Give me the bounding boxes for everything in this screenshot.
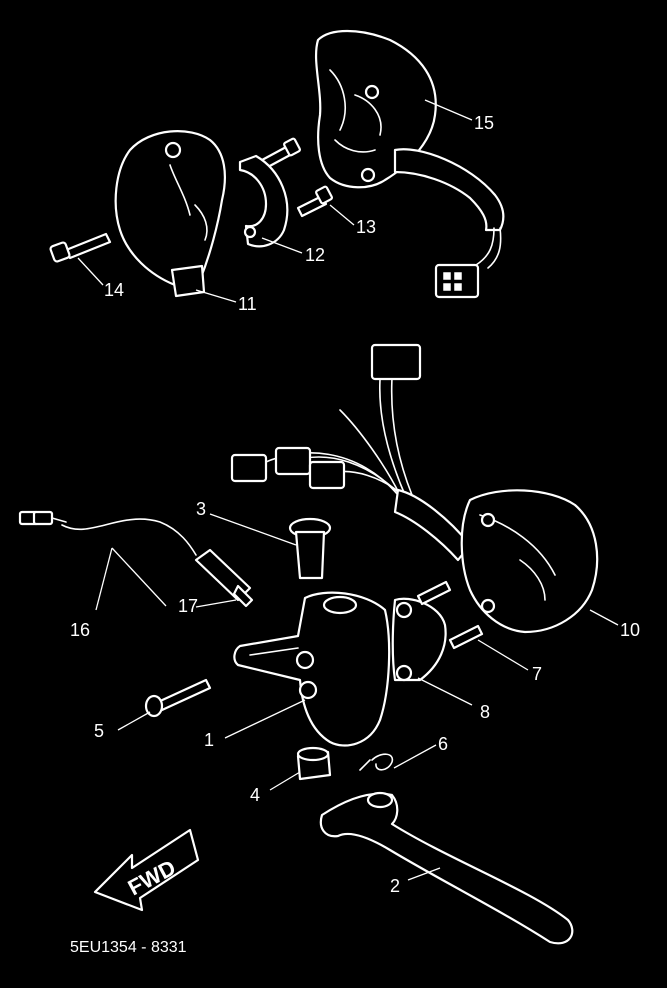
switch-housing-10	[460, 489, 599, 634]
callout-15: 15	[474, 113, 494, 133]
callout-7: 7	[532, 664, 542, 684]
callout-14: 14	[104, 280, 124, 300]
fwd-arrow: FWD	[93, 828, 200, 912]
screw-upper-8	[416, 580, 452, 606]
nut-4	[296, 746, 332, 781]
drawing-code: 5EU1354 - 8331	[70, 939, 187, 956]
leader-lines	[77, 99, 619, 881]
lever-2	[319, 791, 574, 945]
bolt-5	[144, 678, 212, 718]
spring-6	[359, 753, 394, 771]
callout-5: 5	[94, 721, 104, 741]
lever-holder-1	[233, 591, 391, 747]
switch-17	[194, 548, 254, 608]
callout-8: 8	[480, 702, 490, 722]
wiring-harness	[230, 343, 472, 562]
callout-17: 17	[178, 596, 198, 616]
housing-11	[114, 130, 226, 298]
screw-14	[49, 232, 112, 263]
wire-16	[18, 510, 197, 556]
callout-numbers: 15 13 12 11 14 10 3 16 17 7 8 1 5 6 4 2	[70, 113, 640, 896]
callout-12: 12	[305, 245, 325, 265]
callout-1: 1	[204, 730, 214, 750]
callout-13: 13	[356, 217, 376, 237]
callout-4: 4	[250, 785, 260, 805]
switch-housing-15	[314, 30, 505, 299]
callout-16: 16	[70, 620, 90, 640]
callout-2: 2	[390, 876, 400, 896]
screw-7	[448, 624, 484, 650]
pivot-bolt-3	[288, 517, 332, 580]
callout-10: 10	[620, 620, 640, 640]
screw-13	[296, 185, 333, 218]
clamp-8	[391, 597, 447, 682]
callout-11: 11	[238, 294, 257, 314]
callout-3: 3	[196, 499, 206, 519]
clamp-12	[238, 154, 289, 248]
callout-6: 6	[438, 734, 448, 754]
